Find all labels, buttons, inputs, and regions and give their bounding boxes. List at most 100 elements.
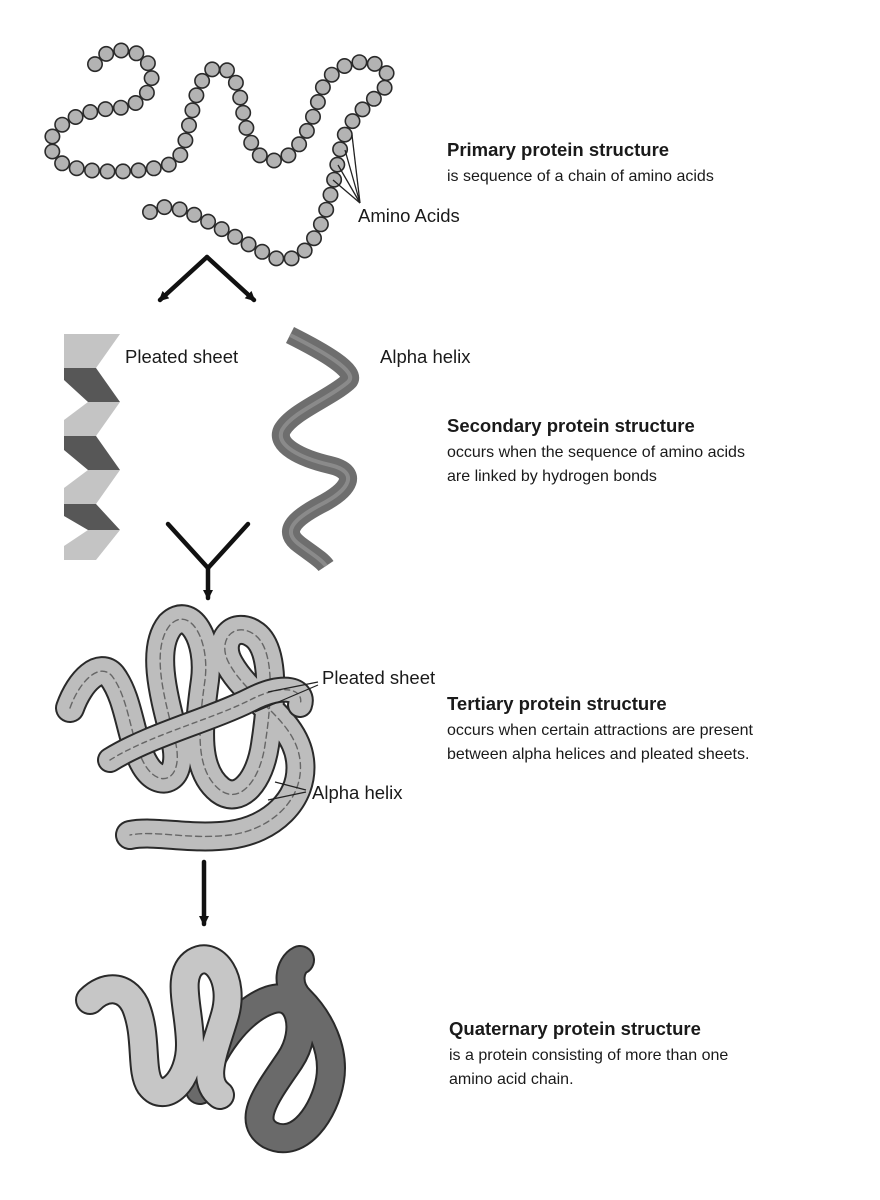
split-arrow [157, 254, 257, 303]
amino-acid-bead [139, 55, 156, 72]
amino-acid-bead [194, 72, 211, 89]
quaternary-structure-title: Quaternary protein structure [449, 1018, 701, 1039]
amino-acid-bead [336, 57, 353, 74]
amino-acid-bead [240, 236, 257, 253]
amino-acid-bead [98, 45, 115, 62]
amino-acid-bead [227, 228, 244, 245]
quaternary-structure-block: Quaternary protein structure is a protei… [449, 1018, 869, 1092]
secondary-structure-title: Secondary protein structure [447, 415, 695, 436]
tertiary-pleated-sheet-label: Pleated sheet [322, 667, 436, 688]
amino-acid-bead [243, 134, 260, 151]
amino-acid-bead [171, 201, 188, 218]
amino-acid-bead [172, 147, 189, 164]
amino-acid-bead [54, 155, 71, 172]
amino-acid-bead [156, 199, 173, 216]
amino-acid-bead [68, 160, 85, 177]
amino-acid-bead [232, 89, 249, 106]
amino-acid-bead [113, 42, 130, 59]
amino-acid-pointer-lines [332, 134, 361, 204]
amino-acid-bead [160, 156, 177, 173]
amino-acid-bead [291, 136, 308, 153]
amino-acid-bead [344, 113, 361, 130]
amino-acid-bead [54, 116, 71, 133]
amino-acid-bead [142, 204, 159, 221]
amino-acid-bead [318, 201, 335, 218]
amino-acid-bead [238, 119, 255, 136]
amino-acid-bead [268, 250, 285, 267]
amino-acid-bead [354, 101, 371, 118]
amino-acid-bead [329, 156, 346, 173]
amino-acid-bead [251, 147, 268, 164]
tertiary-ribbon [55, 604, 316, 852]
amino-acid-bead [314, 79, 331, 96]
amino-acids-label: Amino Acids [358, 205, 460, 226]
amino-acid-bead [304, 108, 321, 125]
amino-acid-bead [143, 70, 160, 87]
amino-acid-bead [227, 74, 244, 91]
secondary-alpha-helix-label: Alpha helix [380, 346, 471, 367]
tertiary-alpha-helix-label: Alpha helix [312, 782, 403, 803]
amino-acid-bead [351, 54, 368, 71]
amino-acid-bead [186, 206, 203, 223]
amino-acid-bead [87, 56, 104, 73]
amino-acid-bead [322, 186, 339, 203]
quaternary-structure-description-line-1: is a protein consisting of more than one [449, 1047, 729, 1064]
tertiary-structure-description-line-1: occurs when certain attractions are pres… [447, 722, 753, 739]
amino-acid-bead [44, 143, 61, 160]
amino-acid-bead [177, 132, 194, 149]
amino-acid-bead [130, 162, 147, 179]
amino-acid-bead [378, 65, 395, 82]
primary-structure-block: Primary protein structure is sequence of… [447, 139, 857, 189]
amino-acid-bead [145, 160, 162, 177]
quaternary-chains [75, 944, 346, 1154]
amino-acid-bead [213, 221, 230, 238]
amino-acid-bead [265, 152, 282, 169]
amino-acid-bead [332, 141, 349, 158]
amino-acid-bead [305, 230, 322, 247]
amino-acid-bead [309, 94, 326, 111]
amino-acid-bead [204, 61, 221, 78]
secondary-structure-block: Secondary protein structure occurs when … [447, 415, 867, 489]
secondary-structure-description-line-2: are linked by hydrogen bonds [447, 468, 657, 485]
amino-acid-bead [112, 99, 129, 116]
amino-acid-bead [280, 147, 297, 164]
amino-acid-bead [67, 109, 84, 126]
secondary-structure-description-line-1: occurs when the sequence of amino acids [447, 444, 745, 461]
tertiary-structure-block: Tertiary protein structure occurs when c… [447, 693, 867, 767]
amino-acid-bead [312, 216, 329, 233]
amino-acid-bead [323, 66, 340, 83]
amino-acid-bead [336, 126, 353, 143]
amino-acid-bead [366, 55, 383, 72]
amino-acid-bead [283, 250, 300, 267]
amino-acid-bead [127, 95, 144, 112]
amino-acid-bead [188, 87, 205, 104]
amino-acid-bead [296, 242, 313, 259]
amino-acid-bead [97, 101, 114, 118]
amino-acid-bead [235, 104, 252, 121]
bead-group [44, 42, 395, 267]
alpha-helix-shape [271, 326, 360, 572]
amino-acid-bead [128, 45, 145, 62]
amino-acid-bead [138, 84, 155, 101]
amino-acid-chain [44, 42, 395, 267]
amino-acid-bead [376, 79, 393, 96]
tertiary-structure-description-line-2: between alpha helices and pleated sheets… [447, 746, 750, 763]
tertiary-pointer-lines [254, 681, 319, 801]
primary-structure-title: Primary protein structure [447, 139, 670, 160]
amino-acid-bead [99, 163, 116, 180]
amino-acid-bead [254, 243, 271, 260]
amino-acid-bead [298, 122, 315, 139]
amino-acid-bead [181, 117, 198, 134]
secondary-pleated-sheet-label: Pleated sheet [125, 346, 239, 367]
amino-acid-bead [219, 62, 236, 79]
quaternary-structure-description-line-2: amino acid chain. [449, 1071, 574, 1088]
amino-acid-bead [200, 213, 217, 230]
amino-acid-bead [84, 162, 101, 179]
amino-acid-bead [44, 128, 61, 145]
primary-structure-description: is sequence of a chain of amino acids [447, 168, 714, 185]
amino-acid-bead [82, 104, 99, 121]
merge-arrow [165, 521, 251, 601]
amino-acid-bead [365, 90, 382, 107]
